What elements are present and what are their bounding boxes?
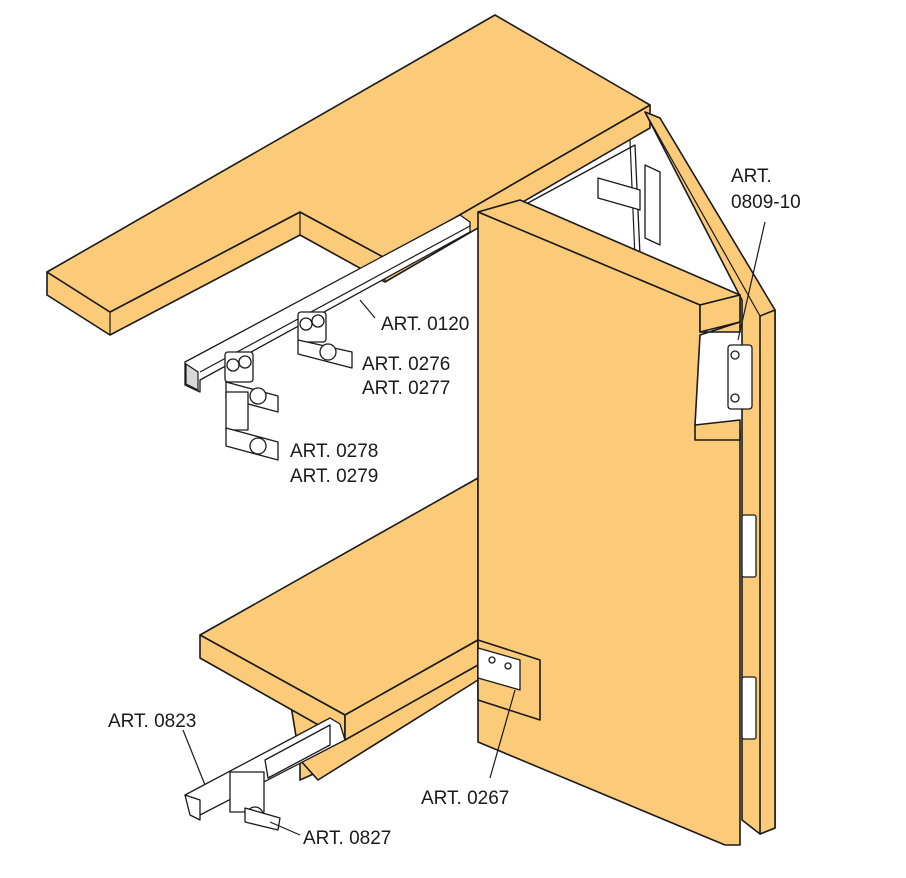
label-art-0267: ART. 0267: [421, 788, 509, 809]
hinges: [727, 344, 757, 740]
pivot-bracket-top: [597, 164, 661, 246]
label-art-0278: ART. 0278: [290, 441, 378, 462]
bottom-shelf: [199, 477, 479, 781]
carriage-front: [224, 351, 279, 461]
label-art-hinge-line1: ART.: [731, 166, 772, 187]
label-art-0276: ART. 0276: [362, 354, 450, 375]
top-rail: [184, 214, 471, 393]
carriage-rear: [297, 311, 353, 369]
label-art-0809-10: 0809-10: [731, 192, 801, 213]
label-art-0823: ART. 0823: [108, 711, 196, 732]
label-art-0277: ART. 0277: [362, 378, 450, 399]
label-art-0827: ART. 0827: [303, 828, 391, 849]
label-art-0120: ART. 0120: [381, 314, 469, 335]
bottom-guide-rail: [184, 717, 346, 831]
door-panel: [477, 199, 741, 846]
door-guide-bracket: [477, 647, 521, 691]
leader-lines: [182, 221, 766, 836]
label-art-0279: ART. 0279: [290, 466, 378, 487]
